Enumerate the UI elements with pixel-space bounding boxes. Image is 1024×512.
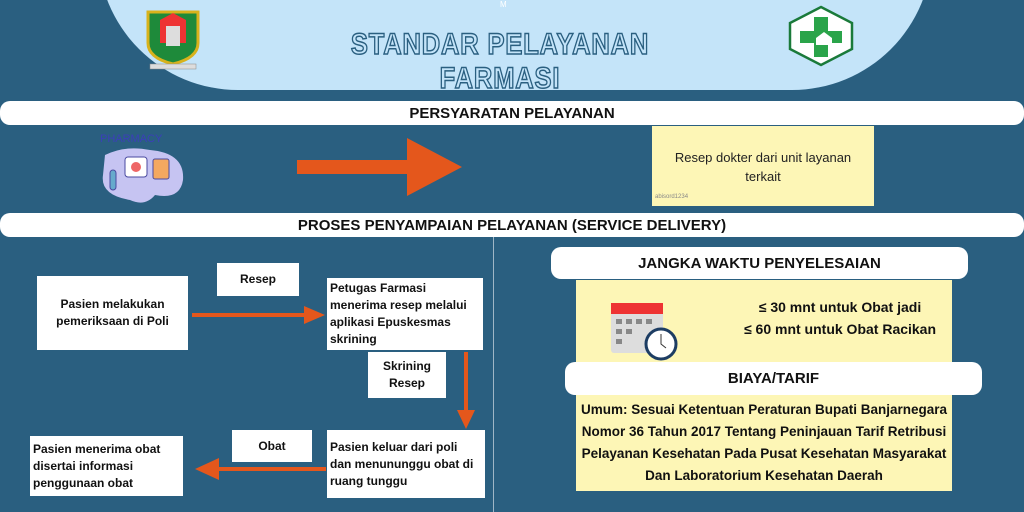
fee-text: Umum: Sesuai Ketentuan Peraturan Bupati … (580, 402, 948, 483)
top-mark: M (500, 0, 507, 9)
pharmacy-illustration-icon (102, 148, 184, 203)
step-2: Petugas Farmasi menerima resep melalui a… (327, 278, 483, 350)
requirement-text: Resep dokter dari unit layanan terkait (674, 150, 852, 184)
watermark: abisord1234 (655, 194, 689, 200)
requirement-note: Resep dokter dari unit layanan terkait a… (652, 126, 874, 206)
arrow-right-icon (192, 306, 325, 324)
step-3: Pasien keluar dari poli dan menununggu o… (327, 430, 485, 498)
time-ready-drug: ≤ 30 mnt untuk Obat jadi (758, 299, 922, 315)
puskesmas-logo-icon (788, 5, 854, 67)
arrow-down-icon (457, 352, 475, 429)
step-1: Pasien melakukan pemeriksaan di Poli (37, 276, 188, 350)
time-list: ≤ 30 mnt untuk Obat jadi ≤ 60 mnt untuk … (740, 296, 940, 340)
time-compound-drug: ≤ 60 mnt untuk Obat Racikan (743, 321, 937, 337)
divider (493, 237, 494, 512)
time-heading-text: JANGKA WAKTU PENYELESAIAN (638, 254, 881, 272)
regency-emblem-icon (146, 10, 200, 70)
label-resep: Resep (217, 263, 299, 296)
calendar-clock-icon (611, 303, 678, 361)
page-title: STANDAR PELAYANAN FARMASI (350, 27, 650, 96)
fee-heading-text: BIAYA/TARIF (727, 370, 820, 387)
label-obat: Obat (232, 430, 312, 462)
label-skrining: Skrining Resep (368, 352, 446, 398)
requirements-heading: PERSYARATAN PELAYANAN (0, 101, 1024, 125)
arrow-right-icon (297, 138, 462, 196)
step-4: Pasien menerima obat disertai informasi … (30, 436, 183, 496)
pharmacy-label: PHARMACY (100, 133, 163, 145)
fee-heading: BIAYA/TARIF (565, 362, 982, 395)
time-heading: JANGKA WAKTU PENYELESAIAN (551, 247, 968, 279)
process-heading: PROSES PENYAMPAIAN PELAYANAN (SERVICE DE… (0, 213, 1024, 237)
arrow-left-icon (195, 458, 326, 480)
